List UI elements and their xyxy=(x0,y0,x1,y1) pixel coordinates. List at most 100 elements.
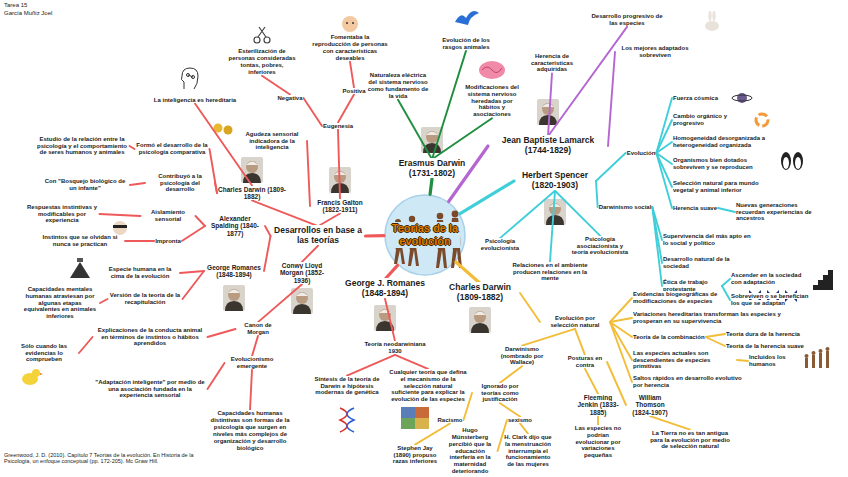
topic-text: Fuerza cósmica xyxy=(672,95,719,102)
topic-text: Positiva xyxy=(341,88,366,95)
collage-icon xyxy=(415,418,429,429)
topic-text: Evidencias biogeográficas de modificacio… xyxy=(632,291,727,305)
chick-icon xyxy=(40,373,43,375)
evolution-icon xyxy=(805,347,830,368)
topic-text: Desarrollo progresivo de las especies xyxy=(587,13,667,27)
person-name: Desarrollos en base a las teorías xyxy=(271,226,366,246)
branch-line xyxy=(302,246,318,262)
branch-line xyxy=(338,129,340,198)
central-topic: Teorías de la evolución xyxy=(385,195,465,275)
branch-line xyxy=(415,423,450,444)
collage-icon xyxy=(401,418,415,429)
topic-text: Síntesis de la teoría de Darwin e hipóte… xyxy=(313,376,381,397)
branch-line xyxy=(706,334,725,337)
topic-text: La inteligencia es hereditaria xyxy=(153,97,237,104)
topic-text: Evolución de los rasgos animales xyxy=(434,37,499,51)
branch-line xyxy=(718,208,735,212)
branch-line xyxy=(520,423,528,433)
blindfold-face-icon xyxy=(113,221,127,235)
node-text: La inteligencia es hereditaria xyxy=(154,97,236,103)
evolution-icon xyxy=(819,349,823,353)
scissors-icon xyxy=(264,37,270,43)
node-text: Selección natural para mundo vegetal y a… xyxy=(673,180,759,193)
collage-icon xyxy=(415,407,429,418)
topic-text: Nuevas generaciones recuerdan experienci… xyxy=(735,202,815,223)
topic-text: Cualquier teoría que defina el mecanismo… xyxy=(388,369,468,403)
topic-text: Agudeza sensorial indicadora de la intel… xyxy=(237,131,307,152)
branch-line xyxy=(252,336,258,356)
node-text: Versión de la teoría de la recapitulació… xyxy=(110,292,180,305)
topic-text: Hugo Münsterberg percibió que la educaci… xyxy=(443,427,498,475)
topic-text: Teoría de la combinación xyxy=(632,334,706,341)
topic-text: Modificaciones del sistema nervioso here… xyxy=(461,84,523,118)
node-text: Modificaciones del sistema nervioso here… xyxy=(465,84,519,118)
citation: Greenwood, J. D. (2010). Capítulo 7 Teor… xyxy=(4,452,194,465)
topic-text: Darwinismo social xyxy=(598,204,653,211)
planet-icon xyxy=(732,95,752,101)
topic-text: Psicología asociacionista y teoría evolu… xyxy=(568,236,633,257)
person-name: George J. Romanes (1848-1894) xyxy=(340,279,430,299)
person-name: Jean Baptiste Lamarck (1744-1829) xyxy=(488,136,608,156)
branch-line xyxy=(722,279,730,286)
node-text: Herencia de características adquiridas xyxy=(531,53,573,73)
branch-line xyxy=(252,200,318,226)
topic-text: Las especies no podrían evolucionar por … xyxy=(569,425,627,459)
portrait xyxy=(469,307,491,333)
penguin-icon xyxy=(781,152,791,170)
branch-line xyxy=(722,286,730,300)
node-text: Fleeming Jenkin (1833-1885) xyxy=(577,394,618,416)
node-text: Positiva xyxy=(342,88,365,94)
branch-line xyxy=(182,226,205,241)
node-text: Relaciones en el ambiente producen relac… xyxy=(512,262,587,282)
branch-line xyxy=(737,360,748,361)
branch-line xyxy=(596,181,598,207)
author-note: Tarea 15 xyxy=(4,2,27,9)
branch-line xyxy=(596,153,626,181)
topic-text: Teoría de la herencia suave xyxy=(725,343,805,350)
node-text: Desarrollos en base a las teorías xyxy=(274,225,362,245)
node-text: Evolución de los rasgos animales xyxy=(442,37,490,50)
branch-line xyxy=(338,94,354,122)
label-text: Tarea 15 xyxy=(4,2,27,8)
topic-text: Instintos que se olvidan si nunca se pra… xyxy=(35,234,125,248)
node-text: Nuevas generaciones recuerdan experienci… xyxy=(736,202,812,222)
branch-line xyxy=(597,416,599,425)
topic-text: Herencia de características adquiridas xyxy=(520,53,584,74)
evolution-icon xyxy=(819,353,822,368)
topic-text: Incluidos los humanos xyxy=(748,354,798,368)
pyramid-icon xyxy=(77,258,83,262)
evolution-icon xyxy=(812,351,816,355)
branch-line xyxy=(706,337,725,346)
head-icon xyxy=(188,75,193,77)
branch-line xyxy=(304,98,322,126)
topic-text: La Tierra no es tan antigua para la evol… xyxy=(645,430,735,451)
dna-icon xyxy=(347,408,354,432)
topic-text: Saltos rápidos en desarrollo evolutivo p… xyxy=(632,375,752,389)
rabbit-icon xyxy=(708,11,711,21)
brain-icon xyxy=(479,61,505,79)
stairs-icon xyxy=(813,270,833,290)
pyramid-icon xyxy=(70,258,90,278)
topic-text: Naturaleza eléctrica del sistema nervios… xyxy=(366,72,431,100)
topic-text: Racismo xyxy=(436,417,463,424)
node-text: Evolucionismo emergente xyxy=(231,356,274,369)
collage-icon xyxy=(401,407,429,429)
node-text: Herencia suave xyxy=(673,205,717,211)
node-text: Hugo Münsterberg percibió que la educaci… xyxy=(449,427,491,474)
penguin-icon xyxy=(781,152,803,170)
topic-text: Estudio de la relación entre la psicolog… xyxy=(35,136,130,157)
topic-text: sexismo xyxy=(507,417,533,424)
rabbit-icon xyxy=(705,11,719,31)
topic-text: Sobreviven o se benefician los que se ad… xyxy=(730,293,810,307)
node-text: Cualquier teoría que defina el mecanismo… xyxy=(389,369,466,403)
topic-text: Teoría neodarwiniana 1930 xyxy=(360,341,430,355)
node-text: Instintos que se olvidan si nunca se pra… xyxy=(42,234,117,247)
dna-icon xyxy=(340,408,354,432)
person-name: Charles Darwin (1809-1882) xyxy=(217,186,287,201)
branch-line xyxy=(610,318,632,322)
topic-text: Formó el desarrollo de la psicología com… xyxy=(135,142,210,156)
branch-line xyxy=(656,153,672,208)
branch-line xyxy=(366,234,385,238)
branch-line xyxy=(208,363,225,389)
node-text: Impronta xyxy=(155,238,181,244)
